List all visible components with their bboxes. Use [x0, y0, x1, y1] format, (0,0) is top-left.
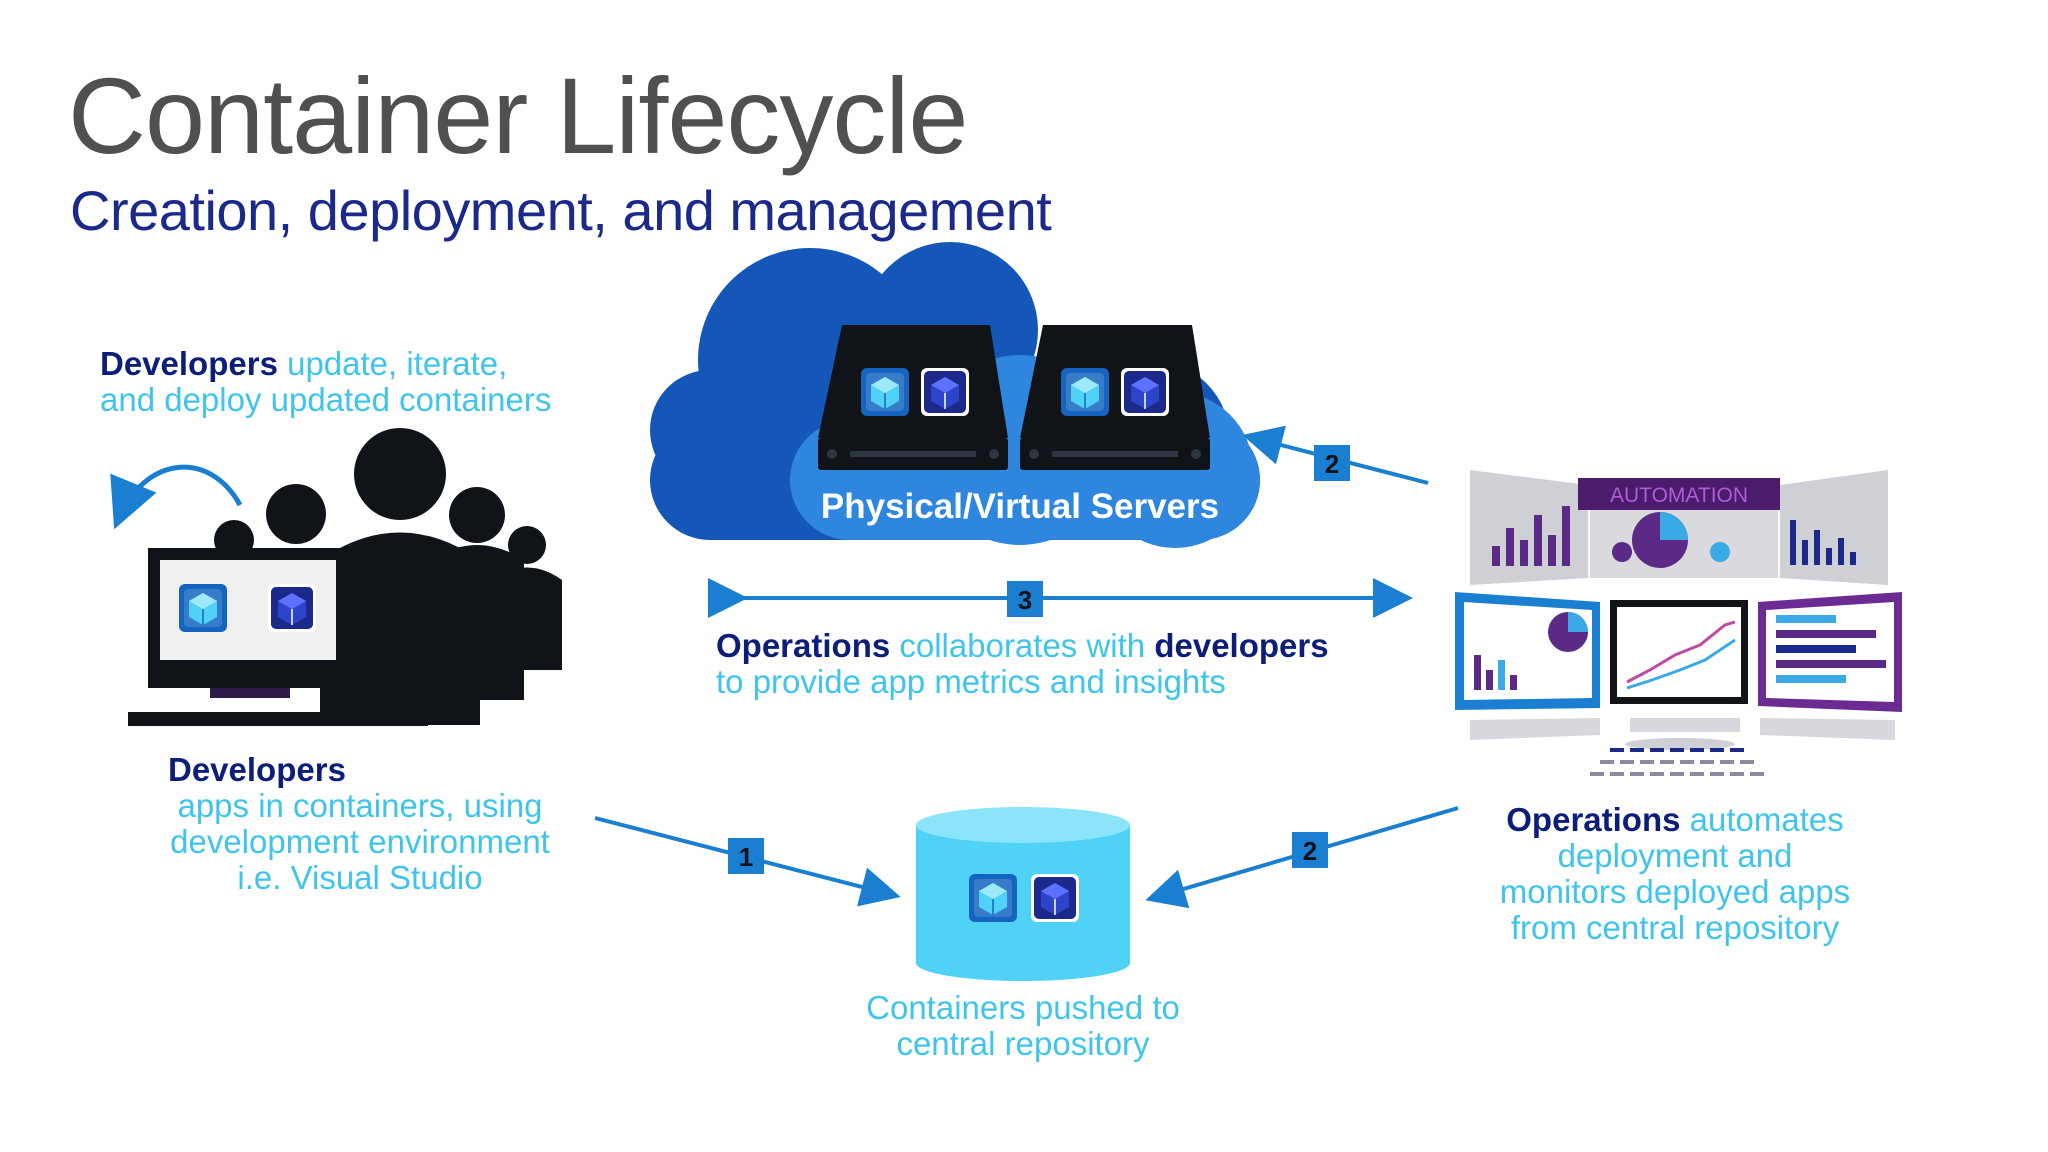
collaboration-caption: Operations collaborates with developers …	[716, 627, 1329, 700]
developers-label: Developers	[100, 345, 278, 382]
page-title: Container Lifecycle	[68, 55, 968, 176]
step-badge-to-servers: 2	[1314, 445, 1350, 481]
database-icon	[916, 807, 1130, 981]
step-badge-from-repo: 2	[1292, 832, 1328, 868]
page-subtitle: Creation, deployment, and management	[70, 179, 1052, 242]
operations-label: Operations	[1506, 801, 1681, 838]
refresh-arrow-icon	[110, 464, 243, 530]
developers-build-caption: Developers apps in containers, using dev…	[168, 751, 550, 896]
developers-label: developers	[1154, 627, 1329, 664]
server-icon	[1020, 325, 1210, 470]
server-icon	[818, 325, 1008, 470]
repository-caption: Containers pushed to central repository	[866, 989, 1180, 1062]
svg-text:1: 1	[739, 842, 753, 872]
svg-text:3: 3	[1018, 585, 1032, 615]
people-icon	[128, 428, 562, 726]
operations-label: Operations	[716, 627, 891, 664]
svg-text:2: 2	[1303, 836, 1317, 866]
svg-text:2: 2	[1325, 449, 1339, 479]
developers-label: Developers	[168, 751, 346, 788]
developers-update-caption: Developers update, iterate, and deploy u…	[100, 345, 552, 418]
cloud-label: Physical/Virtual Servers	[821, 487, 1219, 526]
step-badge-push: 1	[728, 838, 764, 874]
operations-caption: Operations automates deployment and moni…	[1499, 801, 1851, 946]
step-badge-collaborate: 3	[1007, 581, 1043, 617]
monitor-icon: AUTOMATION	[1455, 470, 1902, 776]
dashboard-banner: AUTOMATION	[1610, 484, 1748, 507]
